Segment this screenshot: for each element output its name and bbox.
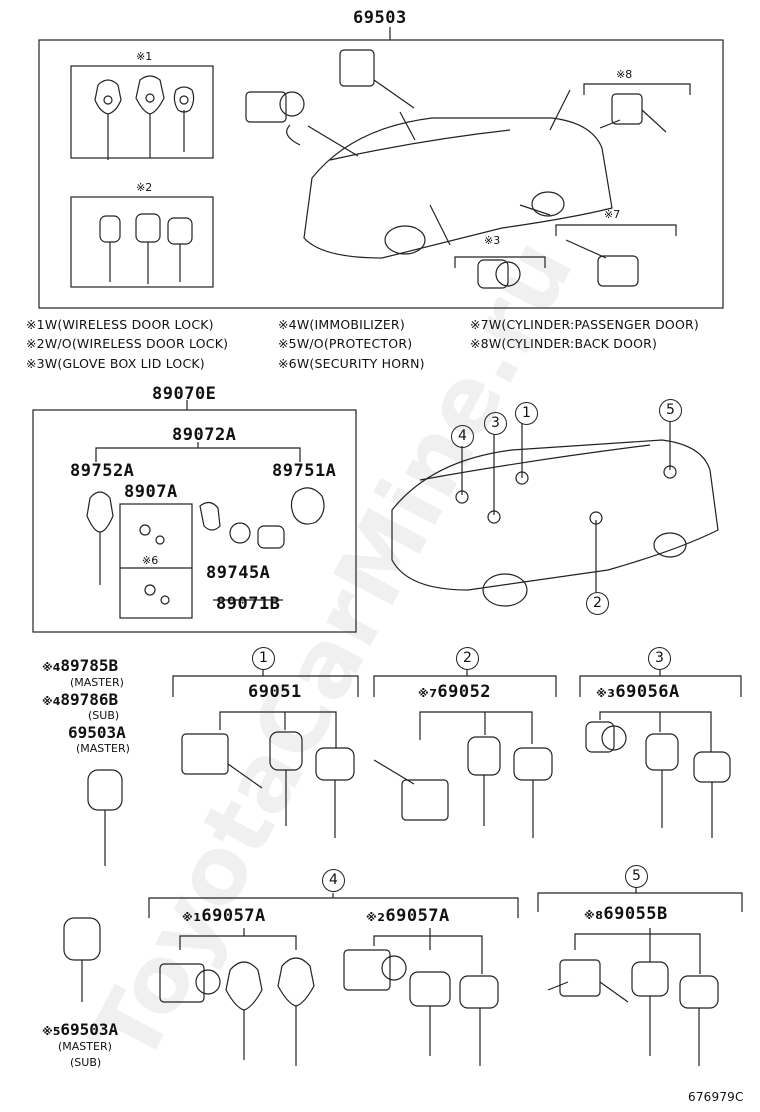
set5-part: ※869055B bbox=[584, 904, 668, 924]
callout-2: 2 bbox=[586, 592, 609, 615]
legend-item-3: ※3W(GLOVE BOX LID LOCK) bbox=[26, 356, 205, 371]
part-number-89745a: 89745A bbox=[206, 563, 271, 583]
group3-symbol: ※3 bbox=[484, 234, 501, 247]
key-note-master: (MASTER) bbox=[70, 676, 124, 689]
set1-part: 69051 bbox=[248, 682, 302, 702]
set3-part: ※369056A bbox=[596, 682, 680, 702]
callout-3: 3 bbox=[484, 412, 507, 435]
part-number-69503: 69503 bbox=[353, 8, 407, 28]
part-number-8907a: 8907A bbox=[124, 482, 178, 502]
legend-item-2: ※2W/O(WIRELESS DOOR LOCK) bbox=[26, 336, 229, 351]
key-note-sub: (SUB) bbox=[88, 709, 120, 722]
illustration-code: 676979C bbox=[688, 1090, 744, 1104]
set3-callout: 3 bbox=[648, 647, 671, 670]
part-number-89071b: 89071B bbox=[216, 594, 281, 614]
legend-item-6: ※6W(SECURITY HORN) bbox=[278, 356, 425, 371]
group7-symbol: ※7 bbox=[604, 208, 621, 221]
callout-4: 4 bbox=[451, 425, 474, 448]
set2-part: ※769052 bbox=[418, 682, 492, 702]
group8-symbol: ※8 bbox=[616, 68, 633, 81]
part-number-89072a: 89072A bbox=[172, 425, 237, 445]
key-note-master-2: (MASTER) bbox=[76, 742, 130, 755]
vehicle-middle-icon bbox=[391, 421, 719, 607]
set4-callout: 4 bbox=[322, 869, 345, 892]
set5-callout: 5 bbox=[625, 865, 648, 888]
key-note-master-3: (MASTER) bbox=[58, 1040, 112, 1053]
legend-item-4: ※4W(IMMOBILIZER) bbox=[278, 317, 405, 332]
board-symbol: ※6 bbox=[142, 554, 159, 567]
transmitter-key-icon bbox=[86, 487, 325, 605]
key-part-89786b: ※489786B bbox=[42, 690, 119, 709]
group2-symbol: ※2 bbox=[136, 181, 153, 194]
set1-callout: 1 bbox=[252, 647, 275, 670]
key-part-69503a-protector: ※569503A bbox=[42, 1020, 119, 1039]
key-part-69503a-master: 69503A bbox=[68, 723, 126, 742]
door-lock-cylinder-icon bbox=[245, 49, 667, 289]
legend-item-5: ※5W/O(PROTECTOR) bbox=[278, 336, 413, 351]
key-note-sub-2: (SUB) bbox=[70, 1056, 102, 1069]
callout-5: 5 bbox=[659, 399, 682, 422]
legend-item-1: ※1W(WIRELESS DOOR LOCK) bbox=[26, 317, 214, 332]
group1-symbol: ※1 bbox=[136, 50, 153, 63]
legend-item-8: ※8W(CYLINDER:BACK DOOR) bbox=[470, 336, 658, 351]
set4a-part: ※169057A bbox=[182, 906, 266, 926]
set4b-part: ※269057A bbox=[366, 906, 450, 926]
legend-item-7: ※7W(CYLINDER:PASSENGER DOOR) bbox=[470, 317, 699, 332]
vehicle-top-icon bbox=[286, 89, 613, 259]
set2-callout: 2 bbox=[456, 647, 479, 670]
key-part-89785b: ※489785B bbox=[42, 656, 119, 675]
part-number-89070e: 89070E bbox=[152, 384, 217, 404]
plain-key-icon bbox=[99, 213, 193, 284]
wireless-key-icon bbox=[94, 75, 195, 160]
part-number-89751a: 89751A bbox=[272, 461, 337, 481]
callout-1: 1 bbox=[515, 402, 538, 425]
part-number-89752a: 89752A bbox=[70, 461, 135, 481]
